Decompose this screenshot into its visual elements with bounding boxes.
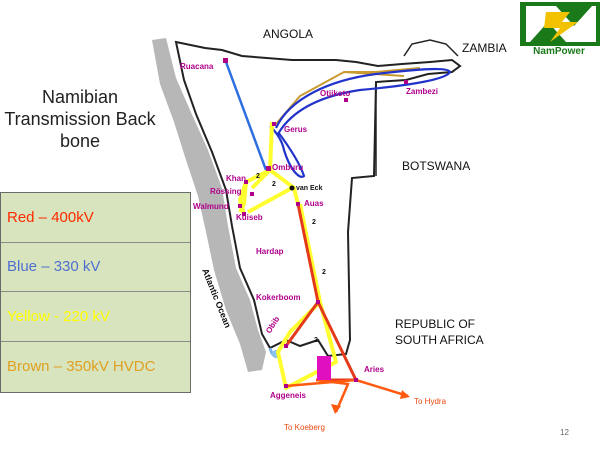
circuit-count: 2 (322, 269, 326, 276)
country-zambia: ZAMBIA (462, 41, 507, 55)
line-220kv-coast (237, 181, 248, 215)
hvdc-loop-north (275, 67, 452, 135)
substation-rossing (250, 192, 254, 196)
line-to-koeberg (315, 378, 350, 413)
label-aggeneis: Aggeneis (270, 391, 307, 400)
substation-kuiseb (242, 212, 246, 216)
namibia-border (174, 40, 462, 358)
country-angola: ANGOLA (263, 27, 313, 41)
legend-item-220kv: Yellow - 220 kV (1, 292, 190, 342)
line-330kv-ruacana-omburu (224, 61, 268, 171)
line-hvdc-north (275, 70, 405, 125)
substation-walmund (238, 204, 242, 208)
label-to-koeberg: To Koeberg (284, 423, 325, 432)
voltage-legend: Red – 400kV Blue – 330 kV Yellow - 220 k… (0, 192, 191, 393)
arrow-koeberg (331, 404, 341, 414)
substation-kokerboom (316, 300, 320, 304)
label-walmund: Walmund (193, 202, 229, 211)
substation-otjikoto (344, 98, 348, 102)
label-khan: Khan (226, 174, 246, 183)
substation-obib (284, 344, 288, 348)
circuit-count: 2 (272, 181, 276, 188)
page-number: 12 (560, 428, 569, 437)
coastline-shading (152, 38, 266, 372)
label-ruacana: Ruacana (180, 62, 214, 71)
substation-auas (296, 202, 300, 206)
substation-van-eck (289, 185, 295, 191)
label-omburu: Omburu (272, 163, 303, 172)
label-to-hydra: To Hydra (414, 397, 447, 406)
substation-gerus (272, 122, 276, 126)
label-rossing: Rössing (210, 187, 242, 196)
hvdc-loop-south (269, 125, 306, 178)
zambia-border (403, 39, 459, 57)
label-hardap: Hardap (256, 247, 284, 256)
circuit-count: 2 (314, 337, 318, 344)
circuit-count: 2 (312, 219, 316, 226)
line-to-hydra (355, 378, 409, 398)
substation-aggeneis (284, 384, 288, 388)
nampower-logo (520, 2, 600, 46)
country-south-africa-line1: REPUBLIC OF (395, 317, 475, 331)
label-otjikoto: Otjikoto (320, 89, 350, 98)
label-van-eck: van Eck (296, 185, 323, 192)
label-obib: Obib (264, 315, 281, 335)
circuit-count: 2 (256, 173, 260, 180)
substation-zambezi (404, 80, 408, 84)
legend-item-400kv: Red – 400kV (1, 193, 190, 243)
label-kokerboom: Kokerboom (256, 293, 300, 302)
country-south-africa-line2: SOUTH AFRICA (395, 333, 484, 347)
line-aggeneis-aries (285, 378, 357, 388)
label-aries: Aries (364, 365, 385, 374)
substation-hvdc (317, 356, 331, 380)
logo-wordmark: NamPower (533, 46, 585, 57)
label-kuiseb: Kuiseb (236, 213, 263, 222)
substation-aries (354, 378, 358, 382)
page-title: Namibian Transmission Back bone (4, 87, 156, 151)
label-gerus: Gerus (284, 125, 308, 134)
label-auas: Auas (304, 199, 324, 208)
label-zambezi: Zambezi (406, 87, 438, 96)
country-botswana: BOTSWANA (402, 159, 470, 173)
legend-item-330kv: Blue – 330 kV (1, 243, 190, 292)
substation-khan (244, 180, 248, 184)
substation-ruacana (223, 58, 228, 63)
legend-item-hvdc: Brown – 350kV HVDC (7, 357, 156, 375)
substation-omburu (266, 166, 271, 171)
arrow-hydra (400, 390, 410, 399)
line-hvdc-caprivi (344, 67, 421, 73)
